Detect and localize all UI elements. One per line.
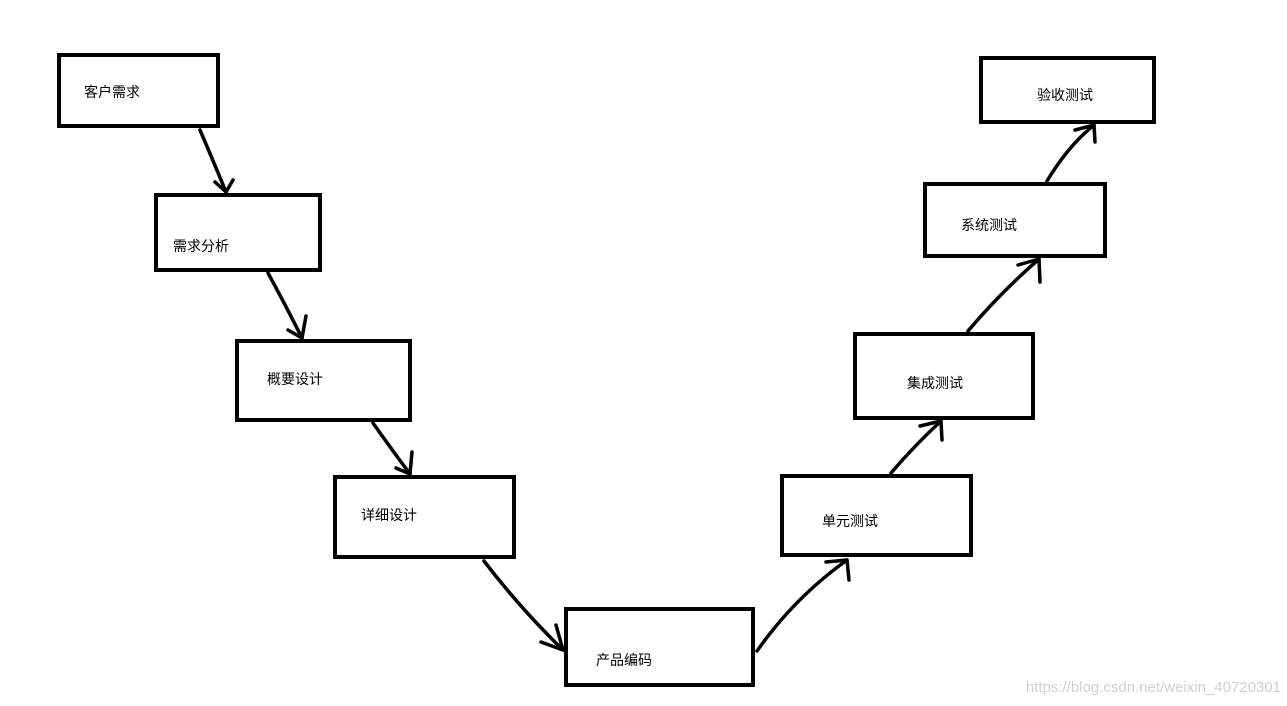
arrow-analysis-to-prelim (266, 271, 308, 340)
arrow-head (539, 623, 565, 652)
node-customer-requirements: 客户需求 (57, 53, 220, 128)
node-unit-testing: 单元测试 (780, 474, 973, 557)
node-label: 集成测试 (907, 376, 963, 392)
node-preliminary-design: 概要设计 (235, 339, 412, 422)
node-system-testing: 系统测试 (923, 182, 1107, 258)
arrow-shaft (371, 421, 412, 476)
arrow-head (1073, 123, 1097, 144)
node-label: 单元测试 (822, 514, 878, 530)
arrow-customer-to-analysis (198, 128, 235, 194)
arrow-shaft (755, 558, 849, 653)
arrow-prelim-to-detail (371, 421, 414, 476)
arrow-shaft (1045, 123, 1096, 183)
node-label: 详细设计 (361, 508, 417, 524)
watermark: https://blog.csdn.net/weixin_40720301 (1025, 679, 1281, 696)
arrow-shaft (482, 559, 565, 652)
node-product-coding: 产品编码 (564, 607, 755, 687)
node-label: 概要设计 (267, 372, 323, 388)
node-label: 系统测试 (961, 218, 1017, 234)
node-label: 需求分析 (173, 239, 229, 255)
node-label: 客户需求 (84, 85, 140, 101)
arrow-shaft (966, 257, 1041, 333)
arrow-shaft (266, 271, 304, 340)
arrow-unit-to-integ (889, 419, 944, 475)
arrow-detail-to-coding (482, 559, 565, 652)
arrow-head (1016, 257, 1042, 284)
arrow-shaft (889, 419, 943, 475)
node-requirements-analysis: 需求分析 (154, 193, 322, 272)
arrow-head (394, 450, 414, 476)
arrow-head (918, 419, 944, 442)
arrow-shaft (198, 128, 228, 194)
arrow-integ-to-system (966, 257, 1042, 333)
arrow-system-to-accept (1045, 123, 1097, 183)
node-detailed-design: 详细设计 (333, 475, 516, 559)
arrow-coding-to-unit (755, 558, 851, 653)
arrow-head (824, 558, 851, 582)
node-label: 产品编码 (596, 653, 652, 669)
node-integration-testing: 集成测试 (853, 332, 1035, 420)
node-acceptance-testing: 验收测试 (979, 56, 1156, 124)
arrow-head (286, 314, 308, 340)
arrow-head (213, 178, 235, 194)
node-label: 验收测试 (1037, 88, 1093, 104)
